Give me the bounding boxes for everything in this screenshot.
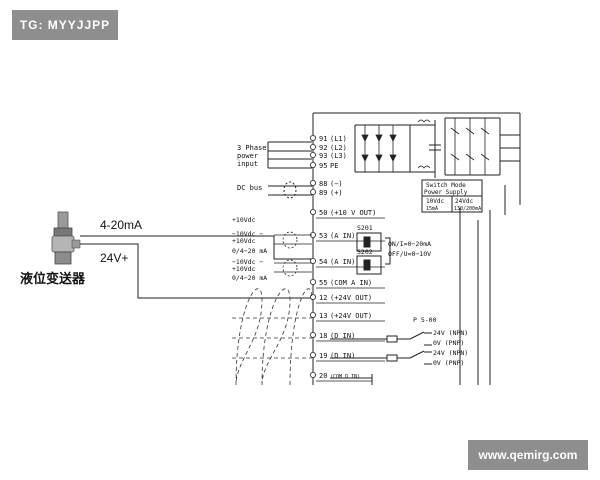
analog-shield-cables bbox=[274, 231, 312, 277]
terminal-screw-icon bbox=[309, 161, 316, 168]
terminal-screw-icon bbox=[309, 278, 316, 285]
tg-watermark: TG: MYYJJPP bbox=[12, 10, 118, 40]
rectifier-bridge bbox=[361, 125, 397, 172]
smps-out1-i: 15mA bbox=[426, 206, 438, 212]
terminal-screw-icon bbox=[309, 208, 316, 215]
terminal-name: (+24V OUT) bbox=[330, 294, 372, 302]
inverter-bridge bbox=[417, 118, 490, 175]
terminal-name: (D IN) bbox=[330, 332, 355, 340]
terminal-number: 54 bbox=[319, 258, 327, 266]
label-t53-a: −10Vdc − bbox=[232, 230, 263, 238]
terminal-name: (L1) bbox=[330, 135, 347, 143]
switch-s201: S201 bbox=[357, 224, 373, 232]
terminal-name: PE bbox=[330, 162, 338, 170]
terminal-name: (A IN) bbox=[330, 232, 355, 240]
dc-bus-wires bbox=[268, 181, 312, 199]
terminal-number: 92 bbox=[319, 144, 327, 152]
terminal-number: 12 bbox=[319, 294, 327, 302]
terminal-screw-icon bbox=[309, 371, 316, 378]
p5-label: P 5-00 bbox=[413, 316, 437, 324]
digital-wiring-arcs bbox=[232, 288, 313, 386]
switch-s202: S202 bbox=[357, 248, 373, 256]
sensor-wires bbox=[80, 235, 312, 299]
smps-line-1: Switch Mode bbox=[426, 182, 466, 189]
power-input-label-1: 3 Phase bbox=[237, 144, 267, 152]
dip-switches bbox=[356, 232, 391, 275]
terminal-name: (+24V OUT) bbox=[330, 312, 372, 320]
in19-pnp: 0V (PNP) bbox=[433, 359, 464, 367]
switch-on-text: ON/I=0−20mA bbox=[388, 240, 431, 248]
in19-npn: 24V (NPN) bbox=[433, 349, 468, 357]
terminal-screw-icon bbox=[309, 151, 316, 158]
dc-capacitor bbox=[429, 144, 441, 151]
terminal-name: (D IN) bbox=[330, 352, 355, 360]
terminal-screw-icon bbox=[309, 331, 316, 338]
terminal-number: 18 bbox=[319, 332, 327, 340]
signal-label: 4-20mA bbox=[100, 218, 142, 232]
bus-lines bbox=[312, 112, 521, 385]
supply-label: 24V+ bbox=[100, 251, 128, 265]
terminal-name: (COM D IN) bbox=[330, 374, 360, 380]
level-transmitter-icon bbox=[51, 211, 81, 265]
power-input-label-3: input bbox=[237, 160, 258, 168]
label-t54-b: +10Vdc bbox=[232, 265, 256, 273]
terminal-name: (L3) bbox=[330, 152, 347, 160]
smps-out1-v: 10Vdc bbox=[426, 198, 444, 205]
dc-bus-label: DC bus bbox=[237, 184, 262, 192]
terminal-number: 55 bbox=[319, 279, 327, 287]
terminal-screw-icon bbox=[309, 351, 316, 358]
terminal-name: (L2) bbox=[330, 144, 347, 152]
terminal-name: (+) bbox=[330, 189, 343, 197]
terminal-number: 88 bbox=[319, 180, 327, 188]
terminal-screw-icon bbox=[309, 179, 316, 186]
terminal-number: 93 bbox=[319, 152, 327, 160]
terminal-name: (COM A IN) bbox=[330, 279, 372, 287]
terminal-number: 19 bbox=[319, 352, 327, 360]
label-t54-c: 0/4−20 mA bbox=[232, 274, 267, 282]
sensor-name: 液位变送器 bbox=[20, 271, 86, 286]
terminal-number: 91 bbox=[319, 135, 327, 143]
in18-npn: 24V (NPN) bbox=[433, 329, 468, 337]
power-input-label-2: power bbox=[237, 152, 258, 160]
terminal-screw-icon bbox=[309, 293, 316, 300]
label-t50: +10Vdc bbox=[232, 216, 256, 224]
label-t53-c: 0/4−20 mA bbox=[232, 247, 267, 255]
terminal-screw-icon bbox=[309, 134, 316, 141]
terminal-number: 95 bbox=[319, 162, 327, 170]
smps-out2-v: 24Vdc bbox=[455, 198, 473, 205]
terminal-screw-icon bbox=[309, 257, 316, 264]
switch-off-text: OFF/U=0−10V bbox=[388, 250, 431, 258]
site-watermark: www.qemirg.com bbox=[468, 440, 588, 470]
terminal-screw-icon bbox=[309, 311, 316, 318]
terminal-number: 89 bbox=[319, 189, 327, 197]
terminal-name: (A IN) bbox=[330, 258, 355, 266]
label-t53-b: +10Vdc bbox=[232, 237, 256, 245]
label-t54-a: −10Vdc − bbox=[232, 258, 263, 266]
terminal-name: (+10 V OUT) bbox=[330, 209, 376, 217]
power-input-wires bbox=[267, 141, 312, 169]
terminal-number: 50 bbox=[319, 209, 327, 217]
smps-out2-i: 130/200mA bbox=[454, 206, 481, 212]
terminal-number: 20 bbox=[319, 372, 327, 380]
terminal-name: (−) bbox=[330, 180, 343, 188]
terminal-number: 53 bbox=[319, 232, 327, 240]
digital-input-wiring bbox=[330, 331, 432, 385]
terminal-screw-icon bbox=[309, 143, 316, 150]
smps-box bbox=[421, 179, 483, 213]
terminal-number: 13 bbox=[319, 312, 327, 320]
in18-pnp: 0V (PNP) bbox=[433, 339, 464, 347]
terminal-screw-icon bbox=[309, 188, 316, 195]
smps-line-2: Power Supply bbox=[424, 189, 468, 196]
